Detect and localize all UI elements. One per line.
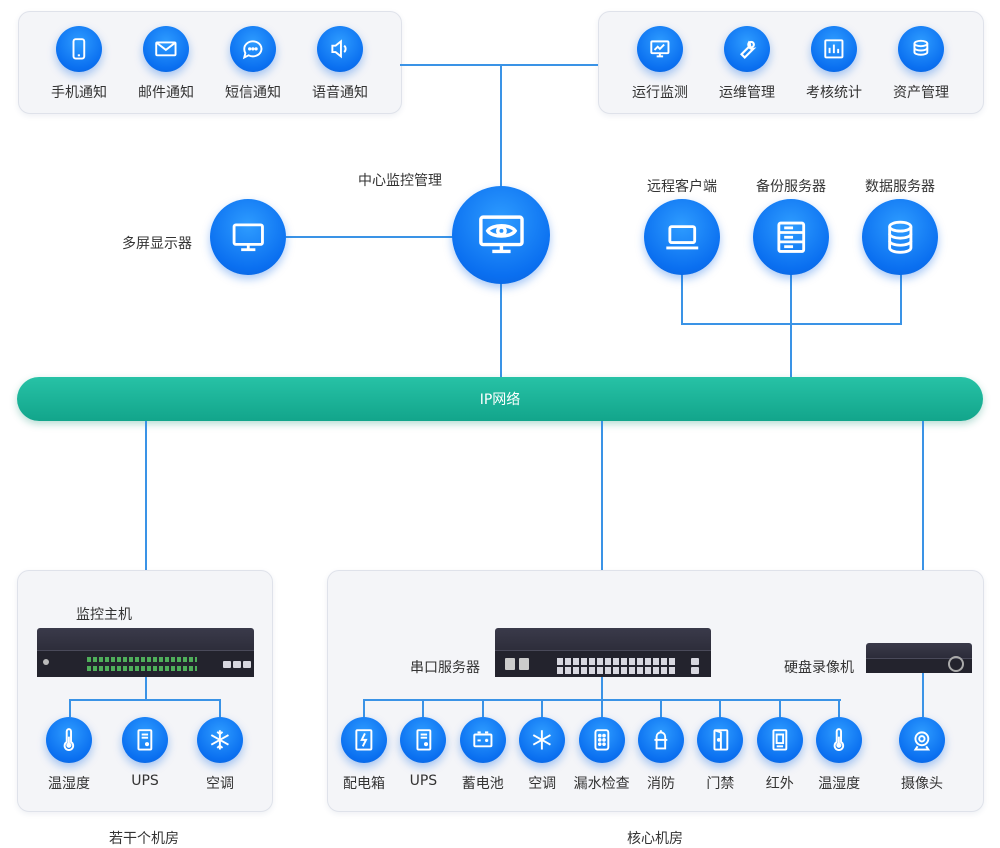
core-item-label: 消防 <box>647 776 675 792</box>
laptop-icon[interactable] <box>644 199 720 275</box>
left-item-temp: 温湿度 <box>48 776 90 792</box>
left-item-ac: 空调 <box>206 776 234 792</box>
link-dvr-down <box>922 673 924 717</box>
link-backup-down <box>790 272 792 378</box>
notify-label-sms: 短信通知 <box>225 85 281 101</box>
monitor-chart-icon[interactable] <box>637 26 683 72</box>
link-core-item <box>719 699 722 717</box>
multiscreen-label: 多屏显示器 <box>122 236 192 252</box>
link-core-item <box>363 699 365 717</box>
core-room-caption: 核心机房 <box>627 831 683 847</box>
server-rack-icon[interactable] <box>753 199 829 275</box>
ip-network-label: IP网络 <box>479 392 521 408</box>
link-core-item <box>422 699 425 717</box>
server-label-data: 数据服务器 <box>865 179 935 195</box>
speaker-icon[interactable] <box>317 26 363 72</box>
thermometer-icon[interactable] <box>816 717 863 763</box>
serial-server-device <box>495 628 711 677</box>
wrench-icon[interactable] <box>724 26 770 72</box>
manage-label-monitor: 运行监测 <box>632 85 688 101</box>
core-item-label: 配电箱 <box>343 776 385 792</box>
left-item-ups: UPS <box>131 773 159 789</box>
left-room-caption: 若干个机房 <box>109 831 179 847</box>
server-label-backup: 备份服务器 <box>756 179 826 195</box>
mail-icon[interactable] <box>143 26 189 72</box>
dvr-device <box>866 643 972 673</box>
link-center-bus <box>500 282 502 378</box>
host-label: 监控主机 <box>76 607 132 623</box>
coins-icon[interactable] <box>898 26 944 72</box>
core-item-label: 漏水检查 <box>573 776 630 792</box>
link-host-join <box>69 699 221 701</box>
ip-network-bus: IP网络 <box>17 377 983 421</box>
dvr-label: 硬盘录像机 <box>784 660 854 676</box>
core-room-panel <box>327 570 984 812</box>
link-host-ac <box>219 699 221 717</box>
database-icon[interactable] <box>862 199 938 275</box>
camera-icon[interactable] <box>899 717 945 763</box>
water-leak-icon[interactable] <box>578 717 625 763</box>
core-item-label: 蓄电池 <box>461 776 504 792</box>
link-data-down <box>900 272 902 324</box>
bar-chart-icon[interactable] <box>811 26 857 72</box>
link-core-item <box>660 699 662 717</box>
door-icon[interactable] <box>697 717 744 763</box>
manage-label-stats: 考核统计 <box>806 85 862 101</box>
notify-label-mail: 邮件通知 <box>138 85 194 101</box>
server-label-client: 远程客户端 <box>647 179 717 195</box>
fire-hydrant-icon[interactable] <box>638 717 684 763</box>
desktop-icon[interactable] <box>210 199 286 275</box>
core-item-label: 温湿度 <box>818 776 861 792</box>
link-core-item <box>778 699 781 717</box>
link-core-item <box>600 699 603 717</box>
notify-label-phone: 手机通知 <box>51 85 107 101</box>
core-item-label: 红外 <box>765 776 794 792</box>
infrared-icon[interactable] <box>756 717 803 763</box>
link-bus-dvr <box>922 421 924 644</box>
link-bus-left-room <box>145 421 147 629</box>
link-core-item <box>838 699 841 717</box>
sms-icon[interactable] <box>230 26 276 72</box>
core-item-label: 空调 <box>528 776 557 792</box>
thermometer-icon[interactable] <box>46 717 92 763</box>
ups-icon[interactable] <box>400 717 447 763</box>
link-core-item <box>481 699 484 717</box>
center-label: 中心监控管理 <box>358 173 442 189</box>
link-servers-join <box>681 323 902 325</box>
link-serial-down <box>601 677 603 700</box>
snowflake-icon[interactable] <box>519 717 566 763</box>
manage-label-ops: 运维管理 <box>719 85 775 101</box>
link-client-down <box>681 272 683 324</box>
link-center-up <box>500 64 502 188</box>
monitor-host-device <box>37 628 254 677</box>
link-host-thermo <box>69 699 71 717</box>
eye-monitor-icon[interactable] <box>452 186 550 284</box>
power-box-icon[interactable] <box>341 717 387 763</box>
core-item-camera: 摄像头 <box>901 776 943 792</box>
phone-icon[interactable] <box>56 26 102 72</box>
serial-label: 串口服务器 <box>410 660 480 676</box>
link-core-item <box>541 699 544 717</box>
link-panels <box>400 64 598 66</box>
core-item-label: 门禁 <box>706 776 735 792</box>
link-bus-serial <box>601 421 603 629</box>
notify-label-voice: 语音通知 <box>312 85 368 101</box>
snowflake-icon[interactable] <box>197 717 243 763</box>
ups-icon[interactable] <box>122 717 168 763</box>
link-multiscreen <box>286 236 456 238</box>
manage-label-assets: 资产管理 <box>893 85 949 101</box>
core-item-label: UPS <box>409 773 438 789</box>
link-host-down <box>145 677 147 700</box>
battery-icon[interactable] <box>459 717 506 763</box>
